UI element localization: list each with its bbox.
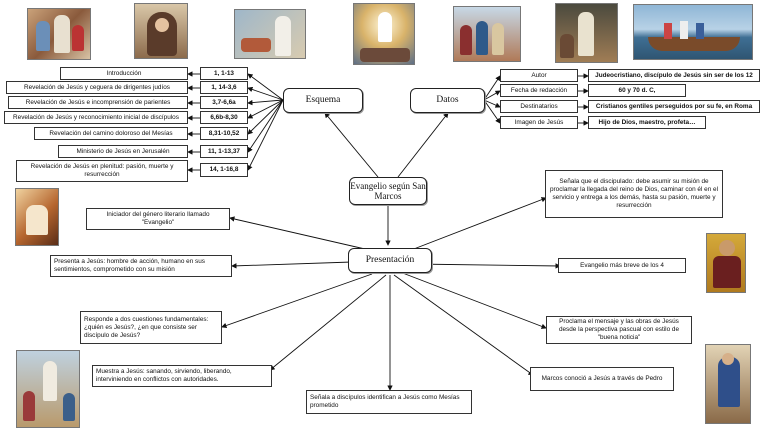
- presentacion-item: Señala a discípulos identifican a Jesús …: [306, 390, 472, 414]
- esquema-item-ref: 1, 14-3,6: [200, 81, 248, 94]
- esquema-item-ref: 3,7-6,6a: [200, 96, 248, 109]
- boat-disciples-painting: [633, 4, 753, 60]
- presentacion-item: Iniciador del género literario llamado "…: [86, 208, 230, 230]
- esquema-item-ref: 8,31-10,52: [200, 127, 248, 140]
- esquema-item-label: Revelación de Jesús y reconocimiento ini…: [4, 111, 188, 124]
- datos-item-value: Hijo de Dios, maestro, profeta…: [588, 116, 706, 129]
- jesus-preaching-painting: [555, 3, 618, 63]
- presentacion-item: Señala que el discipulado: debe asumir s…: [545, 170, 723, 218]
- esquema-item-label: Introducción: [60, 67, 188, 80]
- datos-item-label: Imagen de Jesús: [500, 116, 578, 129]
- datos-node: Datos: [410, 88, 485, 113]
- datos-item-label: Destinatarios: [500, 100, 578, 113]
- presentacion-item: Proclama el mensaje y las obras de Jesús…: [546, 316, 692, 344]
- esquema-item-label: Revelación de Jesús en plenitud: pasión,…: [16, 160, 188, 182]
- esquema-item-ref: 11, 1-13,37: [200, 145, 248, 158]
- transfiguration-painting: [353, 3, 415, 65]
- presentacion-item: Muestra a Jesús: sanando, sirviendo, lib…: [92, 365, 272, 387]
- jesus-with-crowd-painting: [16, 350, 80, 428]
- presentacion-item: Presenta a Jesús: hombre de acción, huma…: [50, 255, 232, 277]
- saint-mark-writing-painting: [705, 344, 751, 424]
- child-reading-painting: [15, 188, 59, 246]
- saint-mark-icon-painting: [706, 233, 746, 293]
- esquema-item-ref: 14, 1-16,8: [200, 163, 248, 177]
- jesus-healing-painting: [234, 9, 306, 59]
- center-node: Evangelio según San Marcos: [349, 177, 427, 205]
- esquema-item-label: Revelación de Jesús y ceguera de dirigen…: [6, 81, 188, 94]
- praying-woman-painting: [134, 3, 188, 59]
- datos-item-value: 60 y 70 d. C,: [588, 84, 686, 97]
- esquema-item-label: Ministerio de Jesús en Jerusalén: [58, 145, 188, 158]
- datos-item-label: Autor: [500, 69, 578, 82]
- esquema-item-label: Revelación de Jesús e incomprensión de p…: [8, 96, 188, 109]
- presentacion-item: Evangelio más breve de los 4: [558, 258, 686, 273]
- datos-item-value: Judeocristiano, discípulo de Jesús sin s…: [588, 69, 760, 82]
- crowd-scene-painting: [453, 6, 521, 62]
- children-with-jesus-painting: [27, 8, 91, 60]
- presentacion-item: Responde a dos cuestiones fundamentales:…: [80, 311, 222, 344]
- esquema-item-ref: 1, 1-13: [200, 67, 248, 80]
- esquema-item-label: Revelación del camino doloroso del Mesía…: [34, 127, 188, 140]
- presentacion-node: Presentación: [348, 248, 432, 273]
- esquema-node: Esquema: [283, 88, 363, 113]
- datos-item-label: Fecha de redacción: [500, 84, 578, 97]
- datos-item-value: Cristianos gentiles perseguidos por su f…: [588, 100, 760, 113]
- presentacion-item: Marcos conoció a Jesús a través de Pedro: [530, 367, 674, 391]
- esquema-item-ref: 6,6b-8,30: [200, 111, 248, 124]
